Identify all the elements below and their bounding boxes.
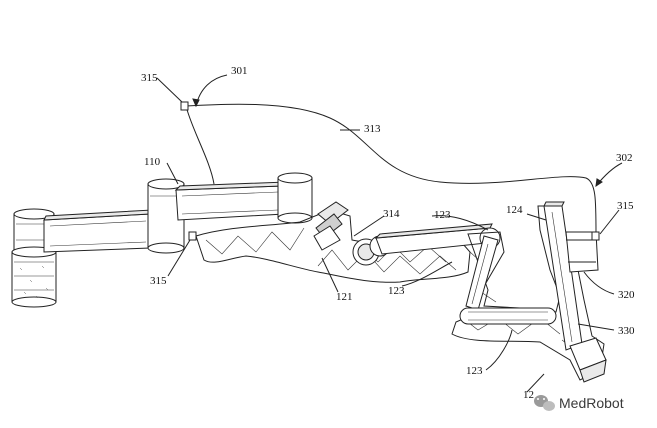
watermark: MedRobot [534,395,624,411]
ref-label-110: 110 [144,156,161,168]
instrument-314 [313,201,391,266]
arm-link-1 [43,209,153,253]
ref-label-314: 314 [383,208,400,220]
ref-label-315-left: 315 [150,275,167,287]
ref-label-315-top: 315 [141,72,158,84]
arm-link-5 [459,307,557,325]
connector-315-top [180,101,189,111]
ref-label-124: 124 [506,204,523,216]
cable-313 [185,103,597,235]
ref-label-330: 330 [618,325,635,337]
arm-link-4 [465,235,499,311]
ref-label-313: 313 [364,123,381,135]
arm-link-124 [543,201,583,351]
ref-label-301: 301 [231,65,248,77]
ref-label-123-bottom: 123 [466,365,483,377]
ref-label-123-top: 123 [434,209,451,221]
leader-lines [156,74,623,393]
holder-box-320 [565,231,599,273]
joint-column-2 [277,172,313,224]
watermark-text: MedRobot [559,395,624,411]
ref-label-12x: 12 [523,389,534,401]
ref-label-121: 121 [336,291,353,303]
ref-label-320: 320 [618,289,635,301]
ref-label-315-right: 315 [617,200,634,212]
ref-label-302: 302 [616,152,633,164]
connector-315-right [591,231,600,241]
connector-315-left [188,231,197,241]
ref-label-123-mid: 123 [388,285,405,297]
wechat-icon [534,395,555,411]
arm-link-2 [174,181,288,221]
tool-330 [569,337,607,383]
